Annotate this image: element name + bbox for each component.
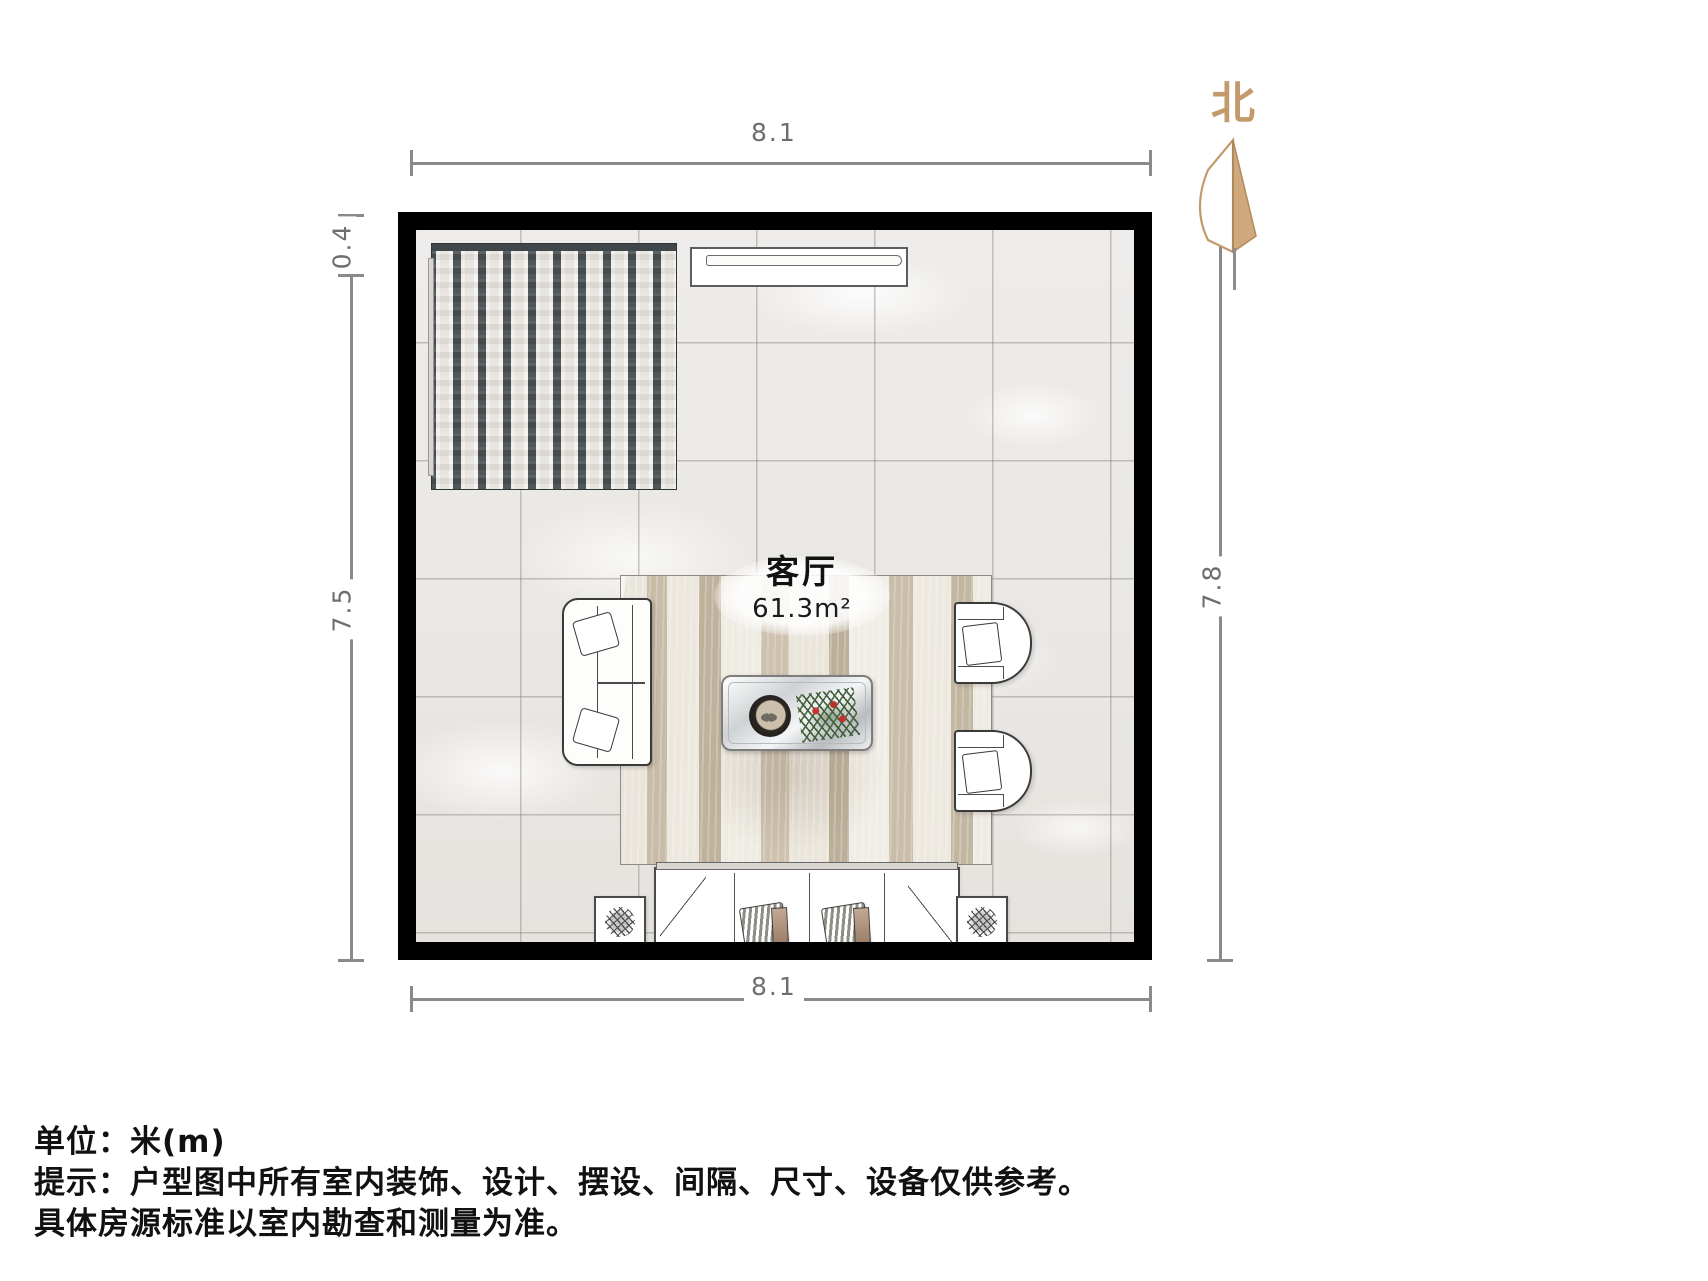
dimension-label-bottom: 8.1 <box>744 972 804 1001</box>
sofa-throw-pillow <box>738 901 790 942</box>
armchair-armrest <box>958 607 1004 620</box>
sofa-cushion-divider <box>809 873 810 942</box>
compass-rose: 北 <box>1178 78 1288 290</box>
sofa-backrest <box>656 862 958 870</box>
sofa-cushion-divider <box>734 873 735 942</box>
armchair-cushion <box>961 749 1003 795</box>
top-dim-tick-right <box>1149 150 1152 176</box>
right-dim-tick-bottom <box>1207 959 1233 962</box>
potted-plant-icon <box>605 907 635 937</box>
footer-disclaimer-line-1: 提示：户型图中所有室内装饰、设计、摆设、间隔、尺寸、设备仅供参考。 <box>34 1165 1090 1201</box>
coffee-table-inset <box>728 682 866 744</box>
exterior-wall: 客厅 61.3m² <box>398 212 1152 960</box>
living-room-floor: 客厅 61.3m² <box>416 230 1134 942</box>
dimension-label-top: 8.1 <box>744 118 804 147</box>
compass-stem <box>1232 248 1236 290</box>
slat-panel-edge <box>428 258 434 476</box>
dimension-label-left-main: 7.5 <box>327 579 357 640</box>
dimension-label-left-upper: 0.4 <box>327 216 357 277</box>
three-seat-sofa <box>654 862 960 942</box>
footer-disclaimer-line-2: 具体房源标准以室内勘查和测量为准。 <box>34 1206 578 1242</box>
console-cabinet <box>690 247 908 287</box>
side-table-with-plant <box>956 896 1008 942</box>
table-plant-decor <box>795 687 861 743</box>
loveseat-backrest <box>568 606 598 758</box>
left-main-dim-tick-bottom <box>338 959 364 962</box>
armchair-cushion <box>961 621 1003 667</box>
sofa-throw-pillow <box>820 901 872 942</box>
top-dim-line <box>410 162 1152 165</box>
coffee-table <box>721 675 873 751</box>
sofa-armrest-right <box>908 875 954 942</box>
wood-slat-partition <box>432 244 676 489</box>
footer-unit-note: 单位：米(m) <box>34 1124 226 1160</box>
loveseat <box>562 598 652 766</box>
armchair-armrest <box>958 666 1004 679</box>
sofa-armrest-left <box>660 875 706 942</box>
armchair-armrest <box>958 794 1004 807</box>
sofa-cushion-divider <box>884 873 885 942</box>
armchair-armrest <box>958 735 1004 748</box>
decorative-bowl <box>749 695 791 737</box>
north-label: 北 <box>1211 78 1255 129</box>
side-table-with-plant <box>594 896 646 942</box>
north-arrow-icon <box>1198 136 1257 254</box>
footer-notes: 单位：米(m) 提示：户型图中所有室内装饰、设计、摆设、间隔、尺寸、设备仅供参考… <box>34 1122 1234 1245</box>
dimension-label-right: 7.8 <box>1197 556 1227 617</box>
armchair <box>954 730 1032 812</box>
armchair <box>954 602 1032 684</box>
potted-plant-icon <box>967 907 997 937</box>
loveseat-seat-divider <box>598 682 645 684</box>
bottom-dim-tick-right <box>1149 986 1152 1012</box>
